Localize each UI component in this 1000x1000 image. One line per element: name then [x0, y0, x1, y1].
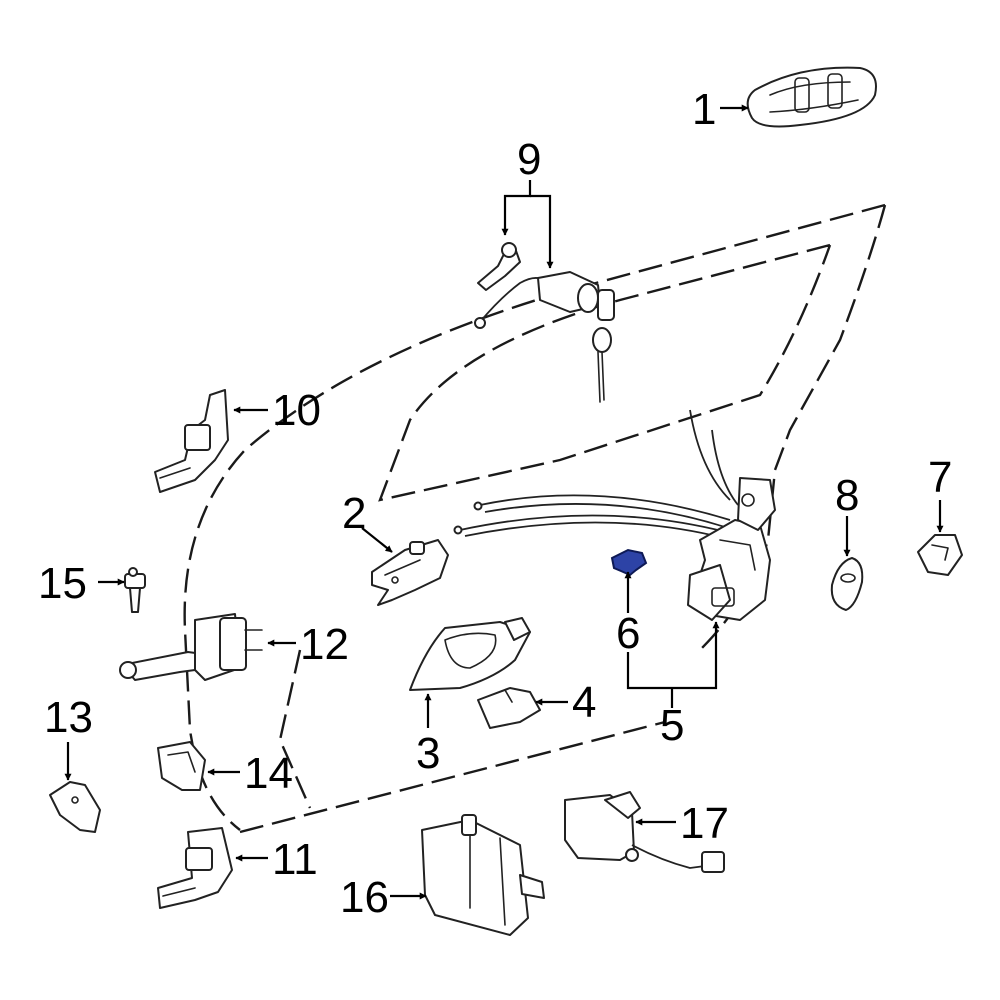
part-1-outside-handle[interactable] — [746, 66, 877, 128]
part-5-door-latch[interactable] — [687, 477, 776, 621]
part-17-actuator[interactable] — [564, 791, 725, 873]
part-11-lower-hinge[interactable] — [157, 827, 233, 909]
part-10-upper-hinge[interactable] — [154, 389, 229, 493]
part-3-handle-bezel[interactable] — [409, 617, 531, 691]
leader-lines — [64, 104, 944, 900]
callout-11: 11 — [272, 835, 318, 884]
callout-1: 1 — [692, 85, 716, 134]
part-4-handle-cover[interactable] — [477, 687, 541, 729]
part-12-door-check[interactable] — [119, 613, 263, 681]
callout-labels: 1 9 10 2 15 12 3 4 6 5 7 8 13 14 11 16 1… — [38, 85, 952, 922]
part-16-control-module[interactable] — [421, 814, 545, 936]
part-7-striker[interactable] — [917, 534, 963, 576]
part-9-lock-cylinder[interactable] — [474, 242, 615, 403]
callout-14: 14 — [244, 749, 293, 798]
release-cables — [453, 409, 739, 539]
callout-7: 7 — [928, 453, 952, 502]
callout-2: 2 — [342, 489, 366, 538]
callout-12: 12 — [300, 620, 349, 669]
callout-8: 8 — [835, 471, 859, 520]
callout-16: 16 — [340, 873, 389, 922]
part-6-highlighted[interactable] — [610, 548, 648, 577]
callout-15: 15 — [38, 559, 87, 608]
part-14-hinge-cover[interactable] — [157, 741, 206, 791]
part-15-clip[interactable] — [124, 567, 146, 613]
callout-5: 5 — [660, 701, 684, 750]
callout-6: 6 — [616, 609, 640, 658]
part-2-inside-handle[interactable] — [371, 539, 449, 606]
callout-4: 4 — [572, 678, 596, 727]
part-13-cap[interactable] — [49, 781, 101, 833]
callout-9: 9 — [517, 135, 541, 184]
callout-3: 3 — [416, 729, 440, 778]
callout-13: 13 — [44, 693, 93, 742]
callout-10: 10 — [272, 386, 321, 435]
part-8-cover[interactable] — [830, 557, 864, 611]
callout-17: 17 — [680, 799, 729, 848]
